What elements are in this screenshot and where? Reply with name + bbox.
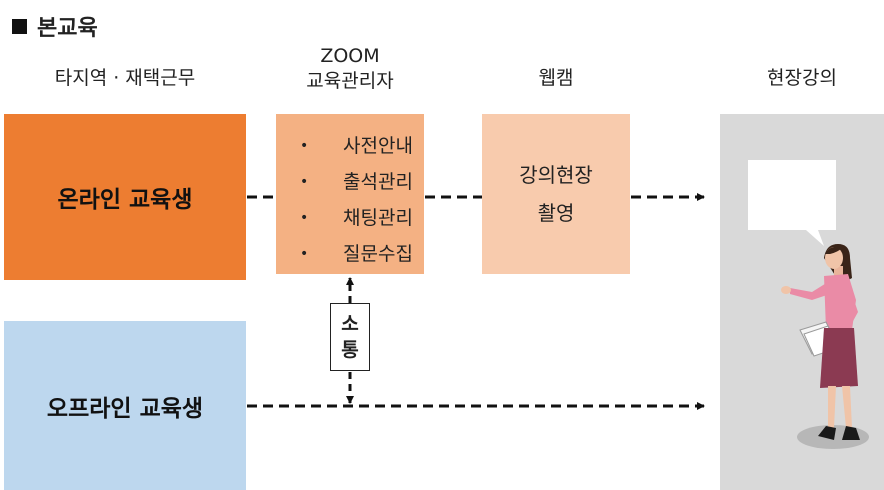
communication-char-2: 통 — [341, 339, 359, 361]
zoom-task-item: • 출석관리 — [276, 164, 424, 200]
zoom-task-list: • 사전안내 • 출석관리 • 채팅관리 • 질문수집 — [276, 114, 424, 272]
zoom-task-item: • 사전안내 — [276, 128, 424, 164]
column-label-remote: 타지역 · 재택근무 — [54, 67, 196, 89]
square-bullet-icon — [12, 18, 27, 34]
offline-learner-label: 오프라인 교육생 — [46, 395, 204, 422]
bullet-icon: • — [300, 210, 309, 226]
online-learner-box: 온라인 교육생 — [4, 114, 246, 280]
zoom-task-label: 질문수집 — [343, 243, 413, 265]
zoom-task-item: • 질문수집 — [276, 236, 424, 272]
column-label-zoom-line2: 교육관리자 — [306, 70, 394, 92]
column-label-zoom-line1: ZOOM — [320, 45, 380, 67]
zoom-manager-box: • 사전안내 • 출석관리 • 채팅관리 • 질문수집 — [276, 114, 424, 274]
bullet-icon: • — [300, 246, 309, 262]
webcam-label-line2: 촬영 — [537, 201, 575, 225]
communication-box: 소 통 — [330, 303, 370, 371]
zoom-task-label: 채팅관리 — [343, 207, 413, 229]
webcam-box: 강의현장 촬영 — [482, 114, 630, 274]
page-title: 본교육 — [12, 10, 98, 42]
webcam-label-line1: 강의현장 — [519, 163, 593, 187]
column-label-webcam: 웹캠 — [538, 67, 574, 89]
communication-char-1: 소 — [341, 313, 359, 335]
offline-learner-box: 오프라인 교육생 — [4, 321, 246, 490]
bullet-icon: • — [300, 174, 309, 190]
zoom-task-label: 출석관리 — [343, 171, 413, 193]
column-label-zoom: ZOOM 교육관리자 — [270, 44, 430, 94]
zoom-task-label: 사전안내 — [343, 135, 413, 157]
bullet-icon: • — [300, 138, 309, 154]
zoom-task-item: • 채팅관리 — [276, 200, 424, 236]
column-label-onsite: 현장강의 — [767, 67, 837, 89]
onsite-lecture-area — [720, 114, 884, 490]
page-title-text: 본교육 — [37, 16, 98, 41]
online-learner-label: 온라인 교육생 — [57, 187, 193, 213]
